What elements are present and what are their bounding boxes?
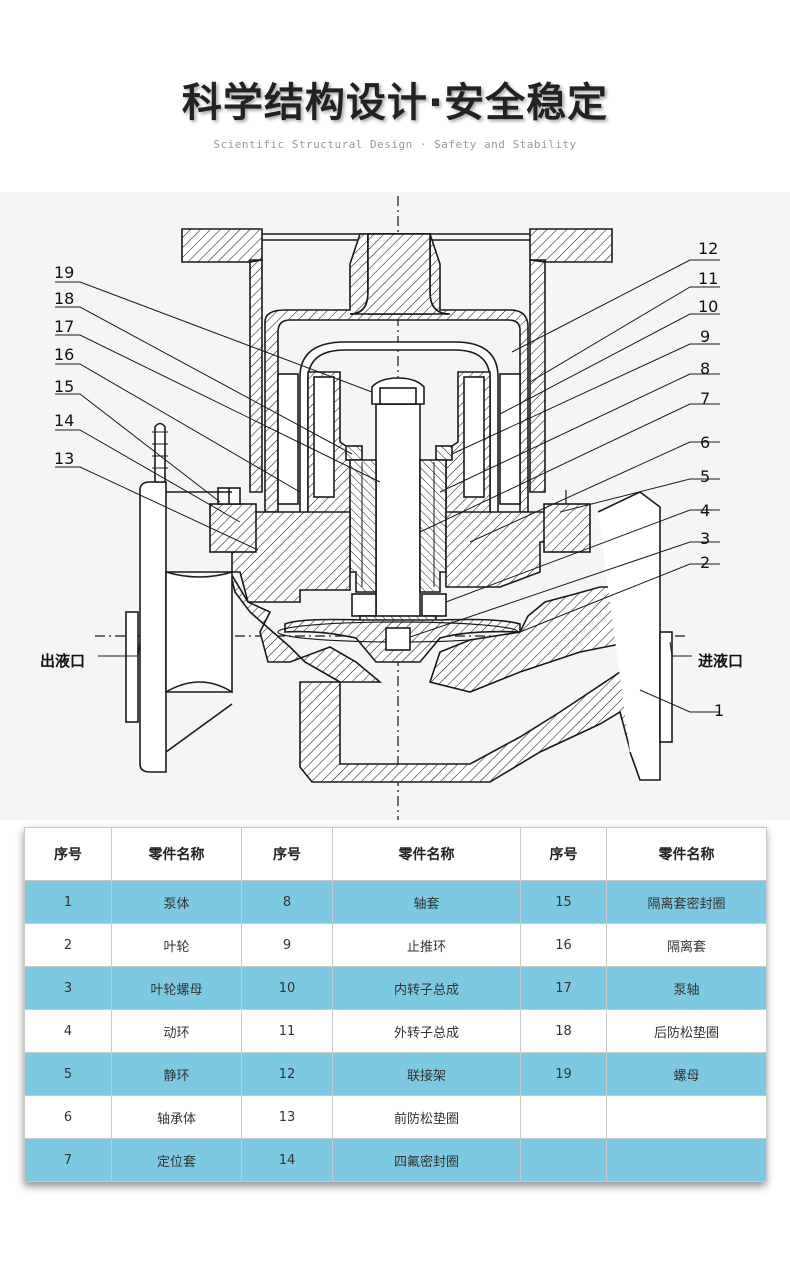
cell: 11	[241, 1009, 333, 1053]
callout-1: 1	[714, 701, 724, 720]
header-part-name: 零件名称	[111, 827, 242, 881]
cell: 螺母	[606, 1052, 767, 1096]
page-subtitle: Scientific Structural Design · Safety an…	[213, 138, 577, 151]
callout-5: 5	[700, 467, 710, 486]
impeller-nut	[385, 627, 411, 651]
callout-18: 18	[54, 289, 74, 308]
cell: 轴套	[332, 880, 521, 924]
cell: 轴承体	[111, 1095, 242, 1139]
header-part-name: 零件名称	[606, 827, 767, 881]
outer-magnet-left	[277, 373, 299, 505]
outlet-label: 出液口	[40, 652, 85, 670]
cell: 叶轮螺母	[111, 966, 242, 1010]
cell: 13	[241, 1095, 333, 1139]
table-row: 4 动环 11 外转子总成 18 后防松垫圈	[24, 1009, 767, 1053]
cell	[520, 1095, 607, 1139]
outlet-flange	[139, 481, 167, 773]
cell: 止推环	[332, 923, 521, 967]
header-part-name: 零件名称	[332, 827, 521, 881]
callout-7: 7	[700, 389, 710, 408]
cell: 静环	[111, 1052, 242, 1096]
callout-17: 17	[54, 317, 74, 336]
parts-table-container: 序号 零件名称 序号 零件名称 序号 零件名称 1 泵体 8 轴套 15 隔离套…	[24, 827, 767, 1182]
cell: 8	[241, 880, 333, 924]
cell: 叶轮	[111, 923, 242, 967]
cell: 内转子总成	[332, 966, 521, 1010]
callout-6: 6	[700, 433, 710, 452]
table-row: 6 轴承体 13 前防松垫圈	[24, 1095, 767, 1139]
cell: 泵轴	[606, 966, 767, 1010]
cell	[606, 1138, 767, 1182]
outer-magnet-right	[499, 373, 521, 505]
callout-14: 14	[54, 411, 74, 430]
static-ring	[351, 593, 377, 617]
cell: 14	[241, 1138, 333, 1182]
header-number: 序号	[241, 827, 333, 881]
cell: 动环	[111, 1009, 242, 1053]
callout-19: 19	[54, 263, 74, 282]
cell: 19	[520, 1052, 607, 1096]
table-row: 7 定位套 14 四氟密封圈	[24, 1138, 767, 1182]
cell: 17	[520, 966, 607, 1010]
rear-lock-washer	[345, 445, 363, 461]
shaft-sleeve-left	[349, 459, 377, 593]
cell: 3	[24, 966, 112, 1010]
cell: 联接架	[332, 1052, 521, 1096]
cell	[520, 1138, 607, 1182]
cell: 前防松垫圈	[332, 1095, 521, 1139]
callout-3: 3	[700, 529, 710, 548]
cell: 15	[520, 880, 607, 924]
callout-8: 8	[700, 359, 710, 378]
cell: 2	[24, 923, 112, 967]
cell: 12	[241, 1052, 333, 1096]
cell: 外转子总成	[332, 1009, 521, 1053]
cell: 泵体	[111, 880, 242, 924]
cell: 后防松垫圈	[606, 1009, 767, 1053]
callout-11: 11	[698, 269, 718, 288]
cell: 定位套	[111, 1138, 242, 1182]
callout-10: 10	[698, 297, 718, 316]
header-number: 序号	[24, 827, 112, 881]
cell: 4	[24, 1009, 112, 1053]
cell	[606, 1095, 767, 1139]
callout-9: 9	[700, 327, 710, 346]
pump-body	[229, 571, 661, 783]
cell: 5	[24, 1052, 112, 1096]
callout-16: 16	[54, 345, 74, 364]
frame-left-wall	[249, 259, 263, 493]
table-row: 1 泵体 8 轴套 15 隔离套密封圈	[24, 880, 767, 924]
cell: 隔离套密封圈	[606, 880, 767, 924]
frame-right-wall	[529, 259, 546, 493]
callout-2: 2	[700, 553, 710, 572]
cell: 四氟密封圈	[332, 1138, 521, 1182]
parts-table: 序号 零件名称 序号 零件名称 序号 零件名称 1 泵体 8 轴套 15 隔离套…	[24, 827, 767, 1182]
air-vent	[154, 422, 166, 483]
header-number: 序号	[520, 827, 607, 881]
callout-4: 4	[700, 501, 710, 520]
cell: 隔离套	[606, 923, 767, 967]
cell: 6	[24, 1095, 112, 1139]
callout-15: 15	[54, 377, 74, 396]
callout-13: 13	[54, 449, 74, 468]
bearing-body	[231, 511, 351, 603]
top-flange-left	[181, 228, 263, 263]
table-header-row: 序号 零件名称 序号 零件名称 序号 零件名称	[24, 827, 767, 881]
callout-12: 12	[698, 239, 718, 258]
cell: 7	[24, 1138, 112, 1182]
page-title: 科学结构设计·安全稳定	[181, 80, 609, 126]
cell: 16	[520, 923, 607, 967]
cell: 1	[24, 880, 112, 924]
top-flange-right	[529, 228, 613, 263]
table-row: 2 叶轮 9 止推环 16 隔离套	[24, 923, 767, 967]
table-row: 5 静环 12 联接架 19 螺母	[24, 1052, 767, 1096]
cell: 10	[241, 966, 333, 1010]
outlet-pipe	[165, 570, 233, 694]
pump-structure-diagram: 19 18 17 16 15 14 13 12 11 10 9 8 7 6 5 …	[40, 196, 743, 820]
pump-shaft	[375, 403, 421, 625]
inlet-label: 进液口	[698, 652, 743, 670]
table-row: 3 叶轮螺母 10 内转子总成 17 泵轴	[24, 966, 767, 1010]
cell: 9	[241, 923, 333, 967]
cell: 18	[520, 1009, 607, 1053]
